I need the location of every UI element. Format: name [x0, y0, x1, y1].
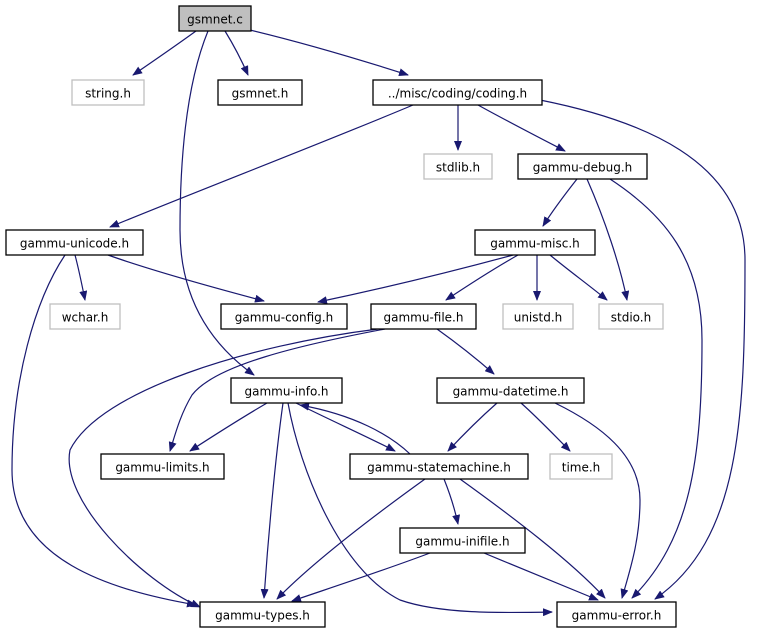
node-label: gammu-datetime.h: [453, 385, 569, 399]
node-gammu-config-h[interactable]: gammu-config.h: [220, 303, 348, 330]
edge-gammu-info-h-to-gammu-error-h: [287, 402, 553, 617]
node-box: [370, 303, 477, 330]
edge-gammu-debug-h-to-gammu-misc-h: [542, 178, 578, 227]
node-box: [399, 527, 526, 554]
node-box: [349, 453, 529, 480]
node-label: string.h: [85, 87, 131, 101]
node-box: [502, 303, 574, 330]
edge-gammu-datetime-h-to-gammu-error-h: [554, 402, 641, 599]
node-label: gammu-error.h: [572, 609, 662, 623]
node-label: stdio.h: [611, 311, 651, 325]
node-gsmnet-c[interactable]: gsmnet.c: [178, 5, 252, 32]
node-box: [474, 229, 596, 256]
edge-gammu-statemachine-h-to-gammu-info-h: [299, 402, 411, 455]
edge-gsmnet-c-to-string-h: [132, 30, 197, 76]
node-time-h: time.h: [549, 453, 613, 480]
edge-gammu-inifile-h-to-gammu-types-h: [291, 552, 431, 602]
node-label: gammu-types.h: [215, 609, 310, 623]
node-unistd-h: unistd.h: [502, 303, 574, 330]
edge-gammu-statemachine-h-to-gammu-types-h: [276, 478, 426, 600]
node-box: [549, 453, 613, 480]
edge-coding-h-to-gammu-unicode-h: [109, 104, 414, 228]
node-box: [372, 79, 543, 106]
node-box: [49, 303, 121, 330]
node-label: gsmnet.h: [232, 87, 289, 101]
edge-gsmnet-c-to-gammu-info-h: [179, 30, 255, 376]
node-gammu-unicode-h[interactable]: gammu-unicode.h: [5, 229, 144, 256]
node-box: [178, 5, 252, 32]
node-label: time.h: [562, 461, 601, 475]
edge-coding-h-to-gammu-debug-h: [477, 104, 566, 152]
node-box: [217, 79, 303, 106]
edge-gammu-file-h-to-gammu-datetime-h: [436, 328, 495, 375]
edge-gammu-statemachine-h-to-gammu-error-h: [459, 478, 606, 599]
node-gammu-limits-h[interactable]: gammu-limits.h: [100, 453, 225, 480]
node-label: ../misc/coding/coding.h: [388, 87, 527, 101]
edge-gammu-misc-h-to-gammu-file-h: [445, 254, 519, 301]
node-gammu-datetime-h[interactable]: gammu-datetime.h: [436, 377, 585, 404]
edge-gammu-debug-h-to-stdio-h: [586, 178, 630, 301]
edge-gammu-unicode-h-to-gammu-config-h: [107, 254, 265, 303]
node-label: unistd.h: [514, 311, 563, 325]
node-label: stdlib.h: [436, 161, 480, 175]
node-box: [5, 229, 144, 256]
node-label: gsmnet.c: [187, 13, 243, 27]
node-box: [556, 601, 677, 628]
node-box: [517, 153, 648, 180]
node-label: gammu-statemachine.h: [367, 461, 511, 475]
node-gammu-debug-h[interactable]: gammu-debug.h: [517, 153, 648, 180]
edge-gsmnet-c-to-gsmnet-h: [224, 30, 249, 76]
edge-gammu-file-h-to-gammu-types-h: [68, 328, 379, 608]
edge-gammu-file-h-to-gammu-limits-h: [168, 328, 386, 452]
node-wchar-h: wchar.h: [49, 303, 121, 330]
edge-gammu-unicode-h-to-gammu-types-h: [11, 254, 197, 608]
node-box: [230, 377, 343, 404]
edge-gammu-info-h-to-gammu-types-h: [260, 402, 284, 599]
node-box: [199, 601, 326, 628]
node-label: gammu-info.h: [245, 385, 329, 399]
edge-gsmnet-c-to-coding-h: [249, 29, 409, 77]
node-gammu-info-h[interactable]: gammu-info.h: [230, 377, 343, 404]
node-string-h: string.h: [71, 79, 145, 106]
node-label: gammu-inifile.h: [415, 535, 509, 549]
edge-gammu-unicode-h-to-wchar-h: [74, 254, 88, 301]
node-label: gammu-config.h: [235, 311, 333, 325]
node-gammu-statemachine-h[interactable]: gammu-statemachine.h: [349, 453, 529, 480]
node-label: gammu-file.h: [384, 311, 464, 325]
node-stdlib-h: stdlib.h: [423, 153, 493, 180]
node-gammu-misc-h[interactable]: gammu-misc.h: [474, 229, 596, 256]
node-label: gammu-unicode.h: [20, 237, 129, 251]
node-box: [436, 377, 585, 404]
edge-gammu-misc-h-to-stdio-h: [549, 254, 608, 301]
edge-gammu-statemachine-h-to-gammu-inifile-h: [443, 478, 461, 525]
node-coding-h[interactable]: ../misc/coding/coding.h: [372, 79, 543, 106]
node-gsmnet-h[interactable]: gsmnet.h: [217, 79, 303, 106]
edge-gammu-debug-h-to-gammu-error-h: [609, 178, 703, 599]
edge-gammu-inifile-h-to-gammu-error-h: [483, 552, 599, 601]
node-gammu-types-h[interactable]: gammu-types.h: [199, 601, 326, 628]
edge-gammu-datetime-h-to-gammu-statemachine-h: [447, 402, 498, 452]
node-box: [71, 79, 145, 106]
node-gammu-error-h[interactable]: gammu-error.h: [556, 601, 677, 628]
edge-coding-h-to-gammu-error-h: [539, 99, 746, 600]
node-label: gammu-limits.h: [115, 461, 209, 475]
node-gammu-inifile-h[interactable]: gammu-inifile.h: [399, 527, 526, 554]
node-box: [220, 303, 348, 330]
edge-gammu-datetime-h-to-time-h: [520, 402, 571, 452]
edge-gammu-info-h-to-gammu-statemachine-h: [295, 402, 396, 452]
edge-gammu-misc-h-to-gammu-config-h: [317, 254, 514, 305]
node-box: [100, 453, 225, 480]
node-label: wchar.h: [62, 311, 109, 325]
node-box: [598, 303, 664, 330]
node-box: [423, 153, 493, 180]
node-label: gammu-debug.h: [533, 161, 633, 175]
node-label: gammu-misc.h: [490, 237, 580, 251]
node-stdio-h: stdio.h: [598, 303, 664, 330]
edge-gammu-info-h-to-gammu-limits-h: [189, 402, 268, 452]
node-gammu-file-h[interactable]: gammu-file.h: [370, 303, 477, 330]
